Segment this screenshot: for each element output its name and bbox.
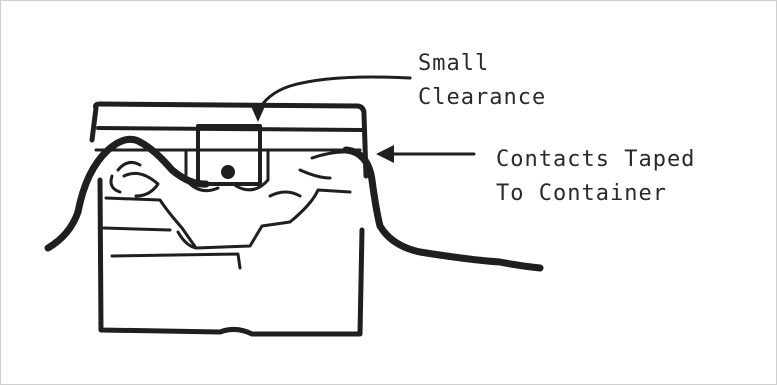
clearance-label-line1: Small bbox=[418, 51, 489, 76]
inner-packing bbox=[104, 190, 350, 268]
clearance-arrowhead bbox=[250, 104, 266, 122]
contacts-label-line1: Contacts Taped bbox=[496, 147, 695, 172]
contacts-label-line2: To Container bbox=[496, 181, 667, 206]
clearance-label-line2: Clearance bbox=[418, 85, 546, 110]
container-lid bbox=[98, 128, 362, 130]
right-contact-inner bbox=[300, 152, 344, 178]
contacts-arrowhead bbox=[376, 145, 394, 163]
component-dot bbox=[221, 165, 235, 179]
left-contact-wire bbox=[48, 139, 206, 248]
left-contact-tip bbox=[111, 162, 140, 192]
